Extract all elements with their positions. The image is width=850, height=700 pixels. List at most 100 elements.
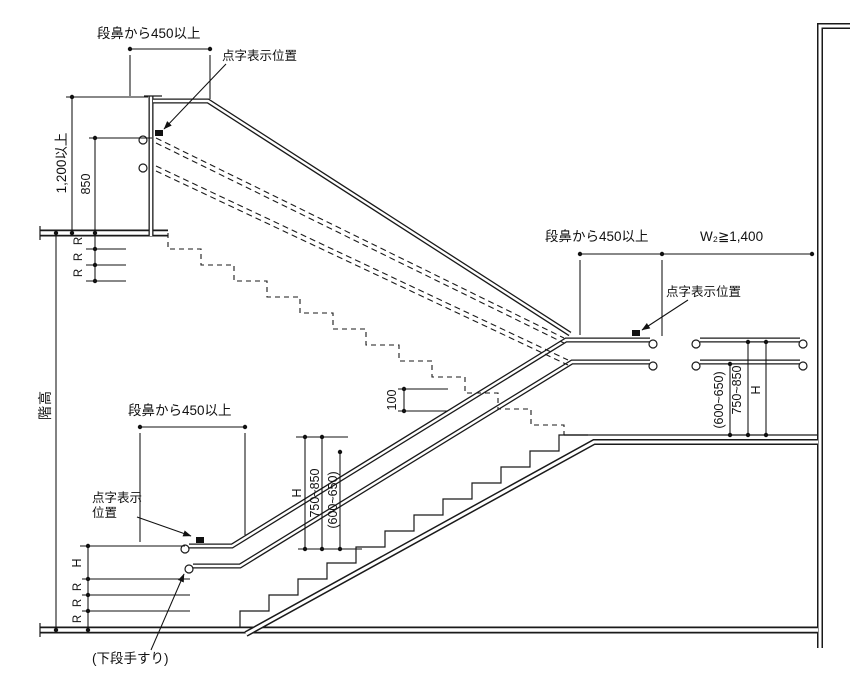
label-H-right: H: [749, 385, 763, 394]
label-riser-5: R: [72, 599, 84, 607]
balustrade-top-rail-fill: [153, 99, 571, 336]
label-nosing-450-top: 段鼻から450以上: [97, 25, 201, 41]
dim-dot: [659, 251, 665, 257]
upper-flight-lower-handrail-hidden-b: [155, 170, 569, 366]
dim-dot: [401, 386, 407, 392]
label-750-850-mid: 750~850: [308, 468, 322, 517]
label-600-650-right: (600~650): [712, 371, 726, 428]
label-w2-min-1400: W₂≧1,400: [700, 229, 763, 244]
braille-markers: [155, 130, 640, 543]
upper-flight-upper-handrail-hidden-b: [155, 142, 565, 344]
label-braille-mid-line1: 点字表示: [92, 490, 142, 505]
dim-dot: [319, 434, 325, 440]
dim-dot: [85, 543, 91, 549]
upper-flight-lower-handrail-hidden-a: [155, 165, 569, 361]
label-100: 100: [385, 390, 399, 411]
label-600-650-mid: (600~650): [326, 471, 340, 528]
dim-dot: [745, 339, 751, 345]
label-H-mid: H: [290, 488, 304, 497]
label-H-left: H: [70, 558, 84, 567]
dim-dot: [727, 432, 733, 438]
dim-dot: [92, 230, 98, 236]
label-riser-1: R: [73, 237, 85, 245]
right-wall-fill: [818, 24, 850, 648]
dim-dot: [577, 251, 583, 257]
dim-dot: [763, 339, 769, 345]
dim-dot: [85, 576, 91, 582]
dim-dot: [809, 251, 815, 257]
dim-dot: [92, 246, 98, 252]
braille-marker-right: [632, 330, 640, 336]
hook-post-upper-rail: [138, 135, 148, 145]
dim-dot: [92, 135, 98, 141]
dim-dot: [85, 608, 91, 614]
label-riser-3: R: [73, 269, 85, 277]
upper-flight-upper-handrail-hidden-a: [155, 137, 565, 339]
dim-dot: [242, 424, 248, 430]
structure: [40, 23, 850, 648]
label-braille-top: 点字表示位置: [222, 48, 297, 63]
hook-wall-rail-lower-right: [798, 361, 808, 371]
dim-dot: [401, 408, 407, 414]
leader-lower-handrail: [150, 573, 185, 651]
dim-dot: [85, 627, 91, 633]
text-labels: 段鼻から450以上 点字表示位置 1,200以上 850 R R R 階高 H …: [37, 25, 763, 666]
hook-post-lower-rail: [138, 163, 148, 173]
dim-dot: [127, 46, 133, 52]
dim-dot: [69, 230, 75, 236]
dim-dot: [302, 546, 308, 552]
dim-dot: [763, 432, 769, 438]
dim-dot: [69, 94, 75, 100]
hook-upper-rail-bottom-end: [180, 544, 190, 554]
dim-dot: [137, 424, 143, 430]
handrails: [148, 96, 800, 569]
lower-flight-steps: [239, 434, 588, 627]
label-riser-6: R: [72, 615, 84, 623]
dim-dot: [85, 592, 91, 598]
dim-dot: [302, 434, 308, 440]
dim-dot: [53, 230, 59, 236]
label-nosing-450-mid: 段鼻から450以上: [128, 402, 232, 418]
leader-braille-top: [163, 63, 227, 130]
leader-braille-mid: [136, 516, 192, 537]
lower-flight-upper-handrail-fill: [189, 338, 650, 548]
label-floor-height: 階高: [37, 390, 53, 420]
label-850: 850: [79, 174, 93, 195]
dimension-dots: [53, 46, 815, 633]
dim-dot: [92, 278, 98, 284]
upper-flight-steps-hidden: [167, 233, 565, 435]
label-min-1200: 1,200以上: [54, 133, 69, 194]
dimension-lines: [55, 48, 812, 630]
dim-dot: [337, 546, 343, 552]
braille-marker-mid: [196, 537, 204, 543]
label-750-850-right: 750~850: [730, 365, 744, 414]
hidden-lines: [155, 137, 569, 435]
structure-lines: [39, 95, 818, 637]
dim-dot: [92, 262, 98, 268]
leaders: [136, 63, 689, 651]
handrail-end-hooks: [138, 135, 808, 574]
label-nosing-450-right: 段鼻から450以上: [545, 228, 649, 244]
label-lower-handrail: (下段手すり): [92, 651, 169, 666]
lower-flight-lower-handrail-fill: [193, 360, 650, 568]
dim-dot: [319, 546, 325, 552]
leader-braille-right: [641, 299, 689, 331]
dim-dot: [745, 432, 751, 438]
hook-wall-rail-upper-right: [798, 339, 808, 349]
stair-stringer-landing-slab-fill: [245, 440, 818, 636]
braille-marker-top: [155, 130, 163, 136]
hook-wall-rail-upper-left: [691, 339, 701, 349]
label-riser-4: R: [72, 583, 84, 591]
hook-wall-rail-lower-left: [691, 361, 701, 371]
dim-dot: [53, 627, 59, 633]
label-braille-mid-line2: 位置: [92, 505, 117, 520]
label-riser-2: R: [73, 253, 85, 261]
hook-landing-upper-rail-end: [648, 339, 658, 349]
dim-dot: [727, 361, 733, 367]
hook-lower-rail-bottom-end: [184, 564, 194, 574]
dim-dot: [207, 46, 213, 52]
label-braille-right: 点字表示位置: [666, 284, 741, 299]
